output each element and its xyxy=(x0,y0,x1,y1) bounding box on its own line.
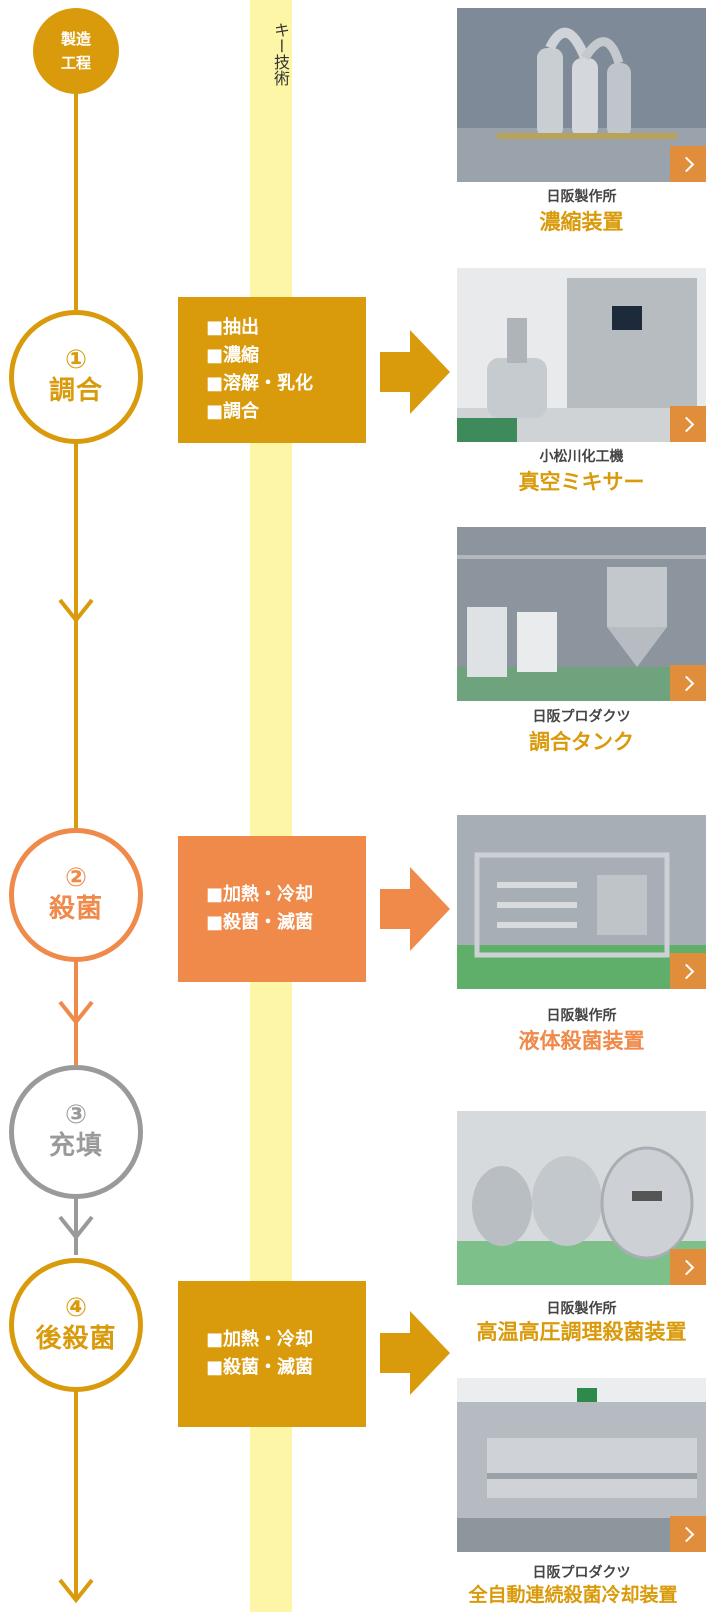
step-circle-filling: ③ 充填 xyxy=(9,1065,143,1199)
product-photo-vacuum-mixer[interactable] xyxy=(457,268,706,442)
product-photo-mixing-tank[interactable] xyxy=(457,527,706,701)
tech-item: ■濃縮 xyxy=(206,345,260,366)
detail-button[interactable] xyxy=(670,1249,706,1285)
product-photo-retort-sterilizer[interactable] xyxy=(457,1111,706,1285)
step-number: ① xyxy=(64,345,87,375)
chevron-right-icon xyxy=(678,675,694,691)
step-number: ③ xyxy=(64,1100,87,1130)
chevron-right-icon xyxy=(678,156,694,172)
product-name: 液体殺菌装置 xyxy=(518,1029,645,1053)
right-arrow-icon xyxy=(380,330,450,414)
chevron-down-icon xyxy=(58,1215,94,1241)
step-name: 調合 xyxy=(48,376,103,406)
concentrator-photo-icon xyxy=(457,8,706,182)
product-maker: 日阪製作所 xyxy=(546,1008,617,1024)
detail-button[interactable] xyxy=(670,406,706,442)
chevron-down-icon xyxy=(58,1000,94,1026)
step-name: 殺菌 xyxy=(48,894,103,924)
start-label-1: 製造 xyxy=(60,30,91,48)
step-name: 充填 xyxy=(48,1131,103,1161)
flow-line-2 xyxy=(74,440,78,830)
tech-item: ■殺菌・滅菌 xyxy=(206,912,314,933)
product-name: 高温高圧調理殺菌装置 xyxy=(476,1320,687,1344)
product-photo-continuous-sterilizer[interactable] xyxy=(457,1378,706,1552)
product-maker: 小松川化工機 xyxy=(539,449,624,465)
flow-line-4 xyxy=(74,1195,78,1255)
product-name: 真空ミキサー xyxy=(518,470,645,494)
right-arrow-icon xyxy=(380,1311,450,1395)
tech-item: ■抽出 xyxy=(206,317,260,338)
chevron-right-icon xyxy=(678,416,694,432)
continuous-sterilizer-photo-icon xyxy=(457,1378,706,1552)
product-maker: 日阪製作所 xyxy=(546,189,617,205)
chevron-right-icon xyxy=(678,963,694,979)
product-maker: 日阪製作所 xyxy=(546,1301,617,1317)
product-photo-liquid-sterilizer[interactable] xyxy=(457,815,706,989)
liquid-sterilizer-photo-icon xyxy=(457,815,706,989)
tech-item: ■加熱・冷却 xyxy=(206,884,314,905)
step-circle-mixing: ① 調合 xyxy=(9,310,143,444)
flow-line-3 xyxy=(74,955,78,1065)
key-technology-label: キー技術 xyxy=(271,22,290,86)
product-name: 濃縮装置 xyxy=(539,210,624,234)
right-arrow-icon xyxy=(380,867,450,951)
detail-button[interactable] xyxy=(670,665,706,701)
flow-line-5 xyxy=(74,1390,78,1600)
tech-item: ■殺菌・滅菌 xyxy=(206,1357,314,1378)
step-number: ② xyxy=(64,863,87,893)
retort-sterilizer-photo-icon xyxy=(457,1111,706,1285)
tech-box-post-sterilization: ■加熱・冷却 ■殺菌・滅菌 xyxy=(178,1281,366,1427)
detail-button[interactable] xyxy=(670,953,706,989)
tech-box-sterilization: ■加熱・冷却 ■殺菌・滅菌 xyxy=(178,836,366,982)
detail-button[interactable] xyxy=(670,146,706,182)
product-photo-concentrator[interactable] xyxy=(457,8,706,182)
step-name: 後殺菌 xyxy=(35,1324,117,1354)
product-name: 全自動連続殺菌冷却装置 xyxy=(468,1584,678,1606)
product-maker: 日阪プロダクツ xyxy=(532,1565,631,1581)
chevron-down-icon xyxy=(58,1578,94,1604)
detail-button[interactable] xyxy=(670,1516,706,1552)
tech-box-mixing: ■抽出 ■濃縮 ■溶解・乳化 ■調合 xyxy=(178,297,366,443)
product-name: 調合タンク xyxy=(529,730,634,754)
start-label-2: 工程 xyxy=(60,54,91,72)
step-number: ④ xyxy=(64,1293,87,1323)
mixing-tank-photo-icon xyxy=(457,527,706,701)
vacuum-mixer-photo-icon xyxy=(457,268,706,442)
step-circle-sterilization: ② 殺菌 xyxy=(9,828,143,962)
tech-item: ■加熱・冷却 xyxy=(206,1329,314,1350)
flow-line-1 xyxy=(74,90,78,310)
step-circle-post-sterilization: ④ 後殺菌 xyxy=(9,1258,143,1392)
chevron-down-icon xyxy=(58,598,94,624)
tech-item: ■溶解・乳化 xyxy=(206,373,314,394)
process-start-circle: 製造 工程 xyxy=(33,8,119,94)
tech-item: ■調合 xyxy=(206,401,260,422)
chevron-right-icon xyxy=(678,1526,694,1542)
product-maker: 日阪プロダクツ xyxy=(532,709,631,725)
chevron-right-icon xyxy=(678,1259,694,1275)
